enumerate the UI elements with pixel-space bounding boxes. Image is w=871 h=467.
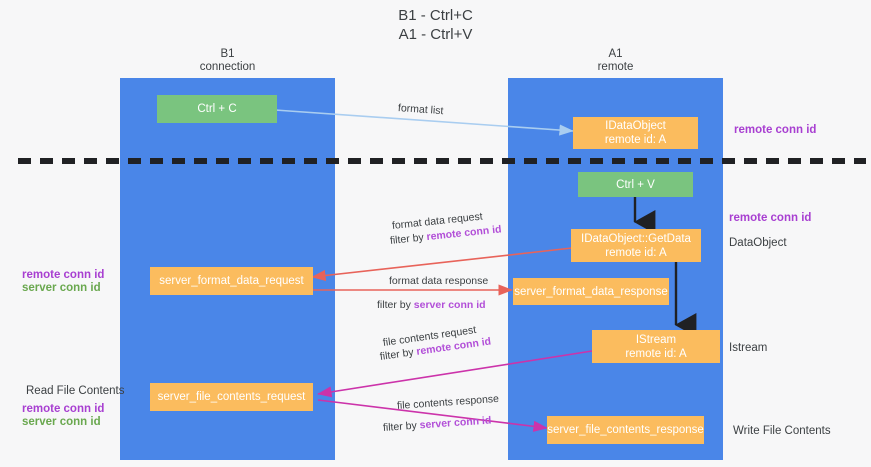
label-left-remote-conn-id: remote conn id — [22, 269, 105, 281]
node-istream[interactable]: IStream remote id: A — [592, 330, 720, 363]
node-ctrl-c[interactable]: Ctrl + C — [157, 95, 277, 123]
lane-header-a1: A1 remote — [597, 48, 634, 73]
label-left-server-conn-id-2: server conn id — [22, 416, 101, 428]
label-istream: Istream — [729, 342, 768, 354]
lane-header-b1: B1 connection — [199, 48, 256, 73]
edge-label-format-list: format list — [397, 102, 444, 118]
label-write-file-contents: Write File Contents — [733, 425, 831, 437]
label-left-remote-conn-id-2: remote conn id — [22, 403, 105, 415]
edge-label-file-contents-response: file contents response — [396, 392, 500, 412]
edge-label-file-contents-response-filter: filter by server conn id — [383, 413, 492, 435]
node-server-format-data-response[interactable]: server_format_data_response — [513, 278, 669, 305]
node-server-file-contents-request[interactable]: server_file_contents_request — [150, 383, 313, 411]
label-remote-conn-id-mid: remote conn id — [729, 212, 812, 224]
filter-prefix: filter by — [377, 299, 414, 311]
label-dataobject: DataObject — [729, 237, 787, 249]
filter-prefix: filter by — [389, 231, 428, 247]
label-read-file-contents: Read File Contents — [26, 385, 125, 397]
label-left-server-conn-id: server conn id — [22, 282, 101, 294]
node-server-format-data-request[interactable]: server_format_data_request — [150, 267, 313, 295]
node-idataobject[interactable]: IDataObject remote id: A — [573, 117, 698, 149]
node-ctrl-v[interactable]: Ctrl + V — [578, 172, 693, 197]
node-idataobject-getdata[interactable]: IDataObject::GetData remote id: A — [571, 229, 701, 262]
filter-key: server conn id — [419, 414, 492, 432]
filter-key: server conn id — [413, 299, 486, 311]
filter-prefix: filter by — [382, 419, 421, 434]
page-title: B1 - Ctrl+C A1 - Ctrl+V — [398, 7, 473, 43]
label-remote-conn-id-top: remote conn id — [734, 124, 817, 136]
node-server-file-contents-response[interactable]: server_file_contents_response — [547, 416, 704, 444]
edge-label-format-data-response: format data response — [389, 275, 489, 287]
filter-prefix: filter by — [379, 345, 418, 363]
edge-label-format-data-response-filter: filter by server conn id — [377, 298, 486, 312]
